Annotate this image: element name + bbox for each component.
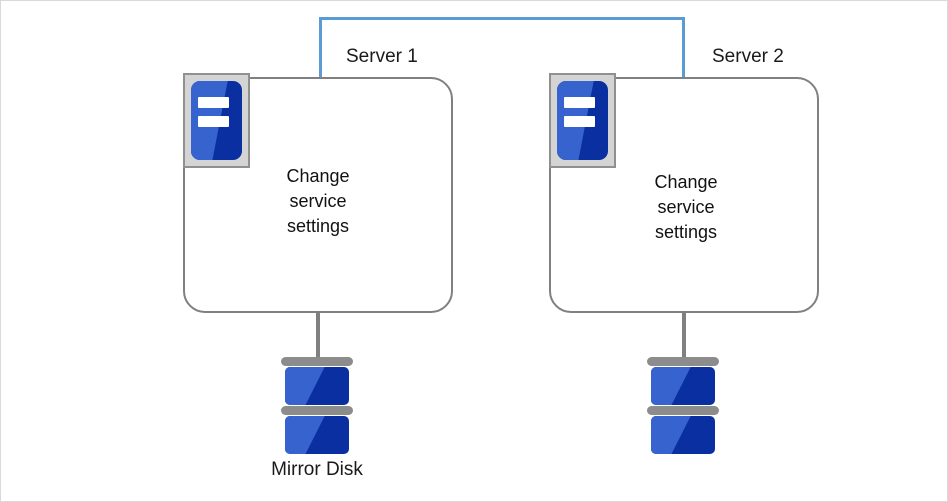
disk-bar-middle	[647, 406, 719, 415]
mirror-disk-label: Mirror Disk	[271, 459, 363, 480]
server-2-label: Server 2	[712, 46, 784, 67]
server-1-body-line-1: Change	[286, 166, 350, 186]
server-1-body-line-2: service	[289, 191, 347, 211]
server-2-body-line-1: Change	[654, 172, 718, 192]
disk-bar-middle	[281, 406, 353, 415]
server-icon	[549, 73, 616, 168]
server-1-body-line-3: settings	[286, 216, 350, 236]
mirror-disk-icon	[647, 357, 719, 454]
server-icon-bar-upper	[563, 96, 596, 108]
server-icon-body	[557, 81, 608, 160]
disk-plate-upper	[285, 367, 349, 405]
disk-bar-top	[281, 357, 353, 366]
server-2-disk-link	[682, 311, 686, 361]
server-icon	[183, 73, 250, 168]
server-2-body-line-3: settings	[654, 222, 718, 242]
disk-bar-top	[647, 357, 719, 366]
server-1-disk-link	[316, 311, 320, 361]
server-interconnect-link	[319, 17, 685, 78]
server-icon-bar-lower	[197, 115, 230, 127]
server-2-body-line-2: service	[657, 197, 715, 217]
disk-plate-lower	[651, 416, 715, 454]
server-icon-bar-lower	[563, 115, 596, 127]
disk-plate-lower	[285, 416, 349, 454]
server-1-body-text: Change service settings	[259, 164, 377, 239]
mirror-disk-icon	[281, 357, 353, 454]
server-1-label: Server 1	[346, 46, 418, 67]
server-2-body-text: Change service settings	[627, 170, 745, 245]
disk-plate-upper	[651, 367, 715, 405]
server-icon-body	[191, 81, 242, 160]
server-icon-bar-upper	[197, 96, 230, 108]
